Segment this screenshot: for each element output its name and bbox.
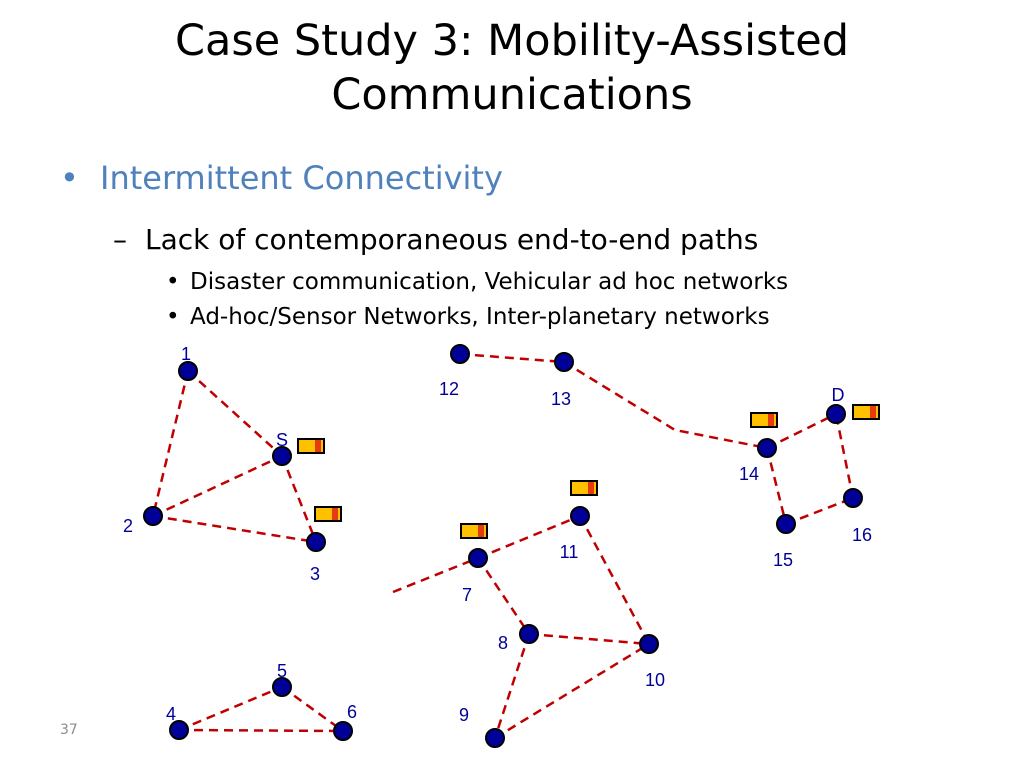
- nodes-group: [143, 344, 863, 748]
- node-2: [143, 506, 163, 526]
- bullet-level2-text: Lack of contemporaneous end-to-end paths: [145, 223, 759, 256]
- node-label-S: S: [276, 430, 288, 450]
- node-label-16: 16: [852, 525, 872, 545]
- battery-charge-mark: [315, 440, 321, 452]
- node-label-12: 12: [439, 379, 459, 399]
- link-8-10: [528, 632, 650, 646]
- battery-charge-mark: [332, 508, 338, 520]
- slide-title-line2: Communications: [331, 70, 693, 120]
- bullet-level3-text: Ad-hoc/Sensor Networks, Inter-planetary …: [190, 304, 770, 330]
- node-label-5: 5: [277, 661, 287, 681]
- bullet-level1: • Intermittent Connectivity: [60, 156, 503, 200]
- node-label-11: 11: [560, 542, 579, 562]
- node-10: [639, 634, 659, 654]
- battery-icon: [570, 480, 598, 496]
- link-S-3: [280, 455, 318, 543]
- node-label-D: D: [832, 385, 845, 405]
- node-14: [757, 438, 777, 458]
- link-2-3: [152, 514, 317, 544]
- node-3: [306, 532, 326, 552]
- link-16-D: [834, 413, 855, 499]
- battery-icon: [297, 438, 325, 454]
- battery-charge-mark: [588, 482, 594, 494]
- node-D: [826, 404, 846, 424]
- node-label-2: 2: [123, 516, 133, 536]
- battery-charge-mark: [478, 525, 484, 537]
- bullet-level3-item: • Ad-hoc/Sensor Networks, Inter-planetary…: [166, 300, 770, 334]
- node-S: [272, 446, 292, 466]
- node-13: [554, 352, 574, 372]
- link-4-6: [178, 728, 344, 733]
- bullet-mark-level2: –: [113, 223, 127, 256]
- link-15-16: [785, 496, 854, 526]
- bullet-level2: –Lack of contemporaneous end-to-end path…: [113, 220, 758, 260]
- node-label-15: 15: [773, 550, 793, 570]
- bullet-level3-text: Disaster communication, Vehicular ad hoc…: [190, 269, 789, 295]
- bullet-level1-text: Intermittent Connectivity: [100, 159, 503, 197]
- link-14-D: [766, 412, 837, 450]
- batteries-group: [297, 404, 880, 539]
- node-8: [519, 624, 539, 644]
- node-label-3: 3: [310, 564, 320, 584]
- node-label-8: 8: [498, 633, 508, 653]
- node-6: [333, 721, 353, 741]
- node-label-14: 14: [739, 464, 759, 484]
- node-4: [169, 720, 189, 740]
- node-label-7: 7: [462, 585, 472, 605]
- battery-icon: [750, 412, 778, 428]
- node-label-6: 6: [347, 702, 357, 722]
- link-9-10: [494, 642, 650, 740]
- link-5-6: [281, 685, 344, 733]
- node-12: [450, 344, 470, 364]
- link-11-10: [578, 515, 651, 645]
- node-label-9: 9: [459, 705, 469, 725]
- node-label-4: 4: [166, 704, 176, 724]
- node-label-10: 10: [645, 670, 665, 690]
- node-16: [843, 488, 863, 508]
- node-label-1: 1: [181, 344, 191, 364]
- battery-charge-mark: [768, 414, 774, 426]
- link-1-2: [151, 370, 190, 517]
- page-number: 37: [60, 722, 78, 738]
- node-9: [485, 728, 505, 748]
- node-5: [272, 677, 292, 697]
- labels-group: 1S 2 3 4 5 6 7 8 9 10 11 12 13 14 15 16 D: [123, 344, 872, 725]
- battery-icon: [314, 506, 342, 522]
- bullet-mark-level1: •: [60, 159, 79, 197]
- link-14-15: [765, 447, 788, 525]
- link-8-9: [493, 633, 531, 739]
- bullet-mark-level3: •: [166, 269, 180, 295]
- link-7-outbound: [392, 556, 479, 594]
- link-7-8: [476, 557, 531, 635]
- link-12-13: [459, 352, 565, 364]
- node-15: [776, 514, 796, 534]
- link-7-11: [477, 514, 581, 560]
- bullet-level3-item: • Disaster communication, Vehicular ad ho…: [166, 265, 788, 299]
- battery-charge-mark: [870, 406, 876, 418]
- link-2-S: [152, 454, 283, 518]
- node-11: [570, 506, 590, 526]
- link-4-5: [178, 685, 283, 732]
- link-1-S: [187, 370, 283, 457]
- node-7: [468, 548, 488, 568]
- node-label-13: 13: [551, 389, 571, 409]
- slide-title-line1: Case Study 3: Mobility-Assisted: [174, 16, 850, 66]
- slide-title: Case Study 3: Mobility-Assisted Communic…: [0, 14, 1024, 122]
- node-1: [178, 361, 198, 381]
- bullet-mark-level3: •: [166, 304, 180, 330]
- link-13-14: [563, 360, 768, 450]
- battery-icon: [852, 404, 880, 420]
- battery-icon: [460, 523, 488, 539]
- links-group: [151, 352, 855, 740]
